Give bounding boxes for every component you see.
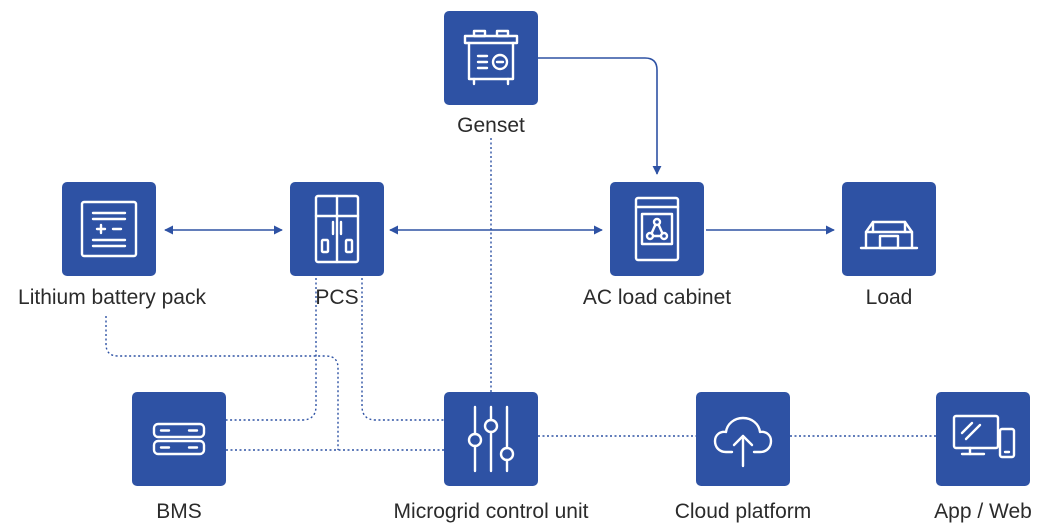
battery-bms-connector (105, 316, 339, 450)
pcs-mcu-connector (361, 278, 444, 421)
cabinet-icon (314, 194, 360, 264)
genset-ac-cabinet-connector (538, 57, 662, 175)
battery-icon (80, 200, 138, 258)
devices-icon (952, 414, 1016, 459)
mcu-label: Microgrid control unit (393, 500, 589, 523)
cloud-node[interactable] (696, 392, 790, 486)
ac-cabinet-label: AC load cabinet (582, 286, 732, 309)
server-icon (152, 422, 206, 456)
sliders-icon (467, 405, 515, 473)
battery-label: Lithium battery pack (18, 286, 206, 309)
bms-node[interactable] (132, 392, 226, 486)
bms-label: BMS (156, 500, 202, 523)
cloud-label: Cloud platform (674, 500, 812, 523)
genset-node[interactable] (444, 11, 538, 105)
app-node[interactable] (936, 392, 1030, 486)
network-cabinet-icon (634, 196, 680, 262)
genset-label: Genset (457, 114, 525, 137)
generator-icon (463, 29, 519, 86)
load-node[interactable] (842, 182, 936, 276)
cloud-upload-icon (713, 416, 773, 468)
battery-node[interactable] (62, 182, 156, 276)
ac-cabinet-node[interactable] (610, 182, 704, 276)
pcs-bms-connector (226, 278, 317, 421)
pcs-node[interactable] (290, 182, 384, 276)
building-icon (859, 220, 919, 250)
pcs-label: PCS (315, 286, 359, 309)
app-label: App / Web (934, 500, 1032, 523)
load-label: Load (865, 286, 913, 309)
mcu-node[interactable] (444, 392, 538, 486)
